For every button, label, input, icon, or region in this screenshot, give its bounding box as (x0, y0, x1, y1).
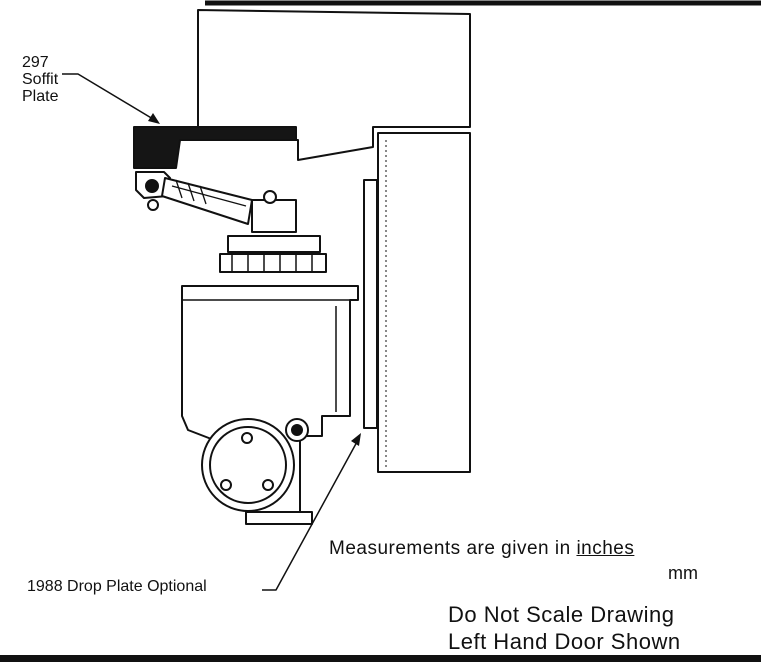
no-scale-note: Do Not Scale Drawing (448, 602, 675, 627)
drop-plate-leader-arrow (351, 433, 361, 446)
measurement-note: Measurements are given in inches (329, 538, 634, 560)
end-cap-screw-2 (220, 479, 232, 491)
drop-plate (363, 179, 378, 429)
shoe-screw (147, 199, 159, 211)
closer-arm (161, 177, 253, 225)
adjust-valve-center (291, 424, 303, 436)
soffit-leader-arrow (148, 113, 160, 124)
body-base (245, 511, 313, 525)
drawing-notes: Do Not Scale Drawing Left Hand Door Show… (448, 601, 681, 655)
arm-detail (171, 185, 247, 207)
soffit-label-line1: Soffit (22, 71, 59, 88)
pinion-hex (219, 253, 327, 273)
end-cap-screw-1 (241, 432, 253, 444)
soffit-leader (62, 73, 159, 123)
pinion-top (263, 190, 277, 204)
unit-inches: inches (576, 538, 635, 559)
pinion-collar (227, 235, 321, 253)
arm-joint (175, 179, 207, 205)
soffit-plate (133, 126, 297, 169)
drop-plate-leader (262, 439, 359, 591)
end-cap-inner (209, 426, 287, 504)
unit-mm: mm (668, 563, 698, 583)
shoe-pivot (145, 179, 159, 193)
pinion-hex-marks (231, 254, 313, 272)
soffit-plate-callout: 297 Soffit Plate (22, 54, 58, 105)
end-cap-screw-3 (262, 479, 274, 491)
measurement-prefix: Measurements are given in (329, 538, 577, 559)
door-hand-note: Left Hand Door Shown (448, 629, 681, 654)
bottom-border-line (0, 655, 761, 662)
pinion-cap (251, 199, 297, 233)
soffit-label-line2: Plate (22, 88, 59, 105)
soffit-number: 297 (22, 54, 49, 71)
drop-plate-label: 1988 Drop Plate Optional (27, 578, 207, 595)
door (377, 132, 471, 473)
